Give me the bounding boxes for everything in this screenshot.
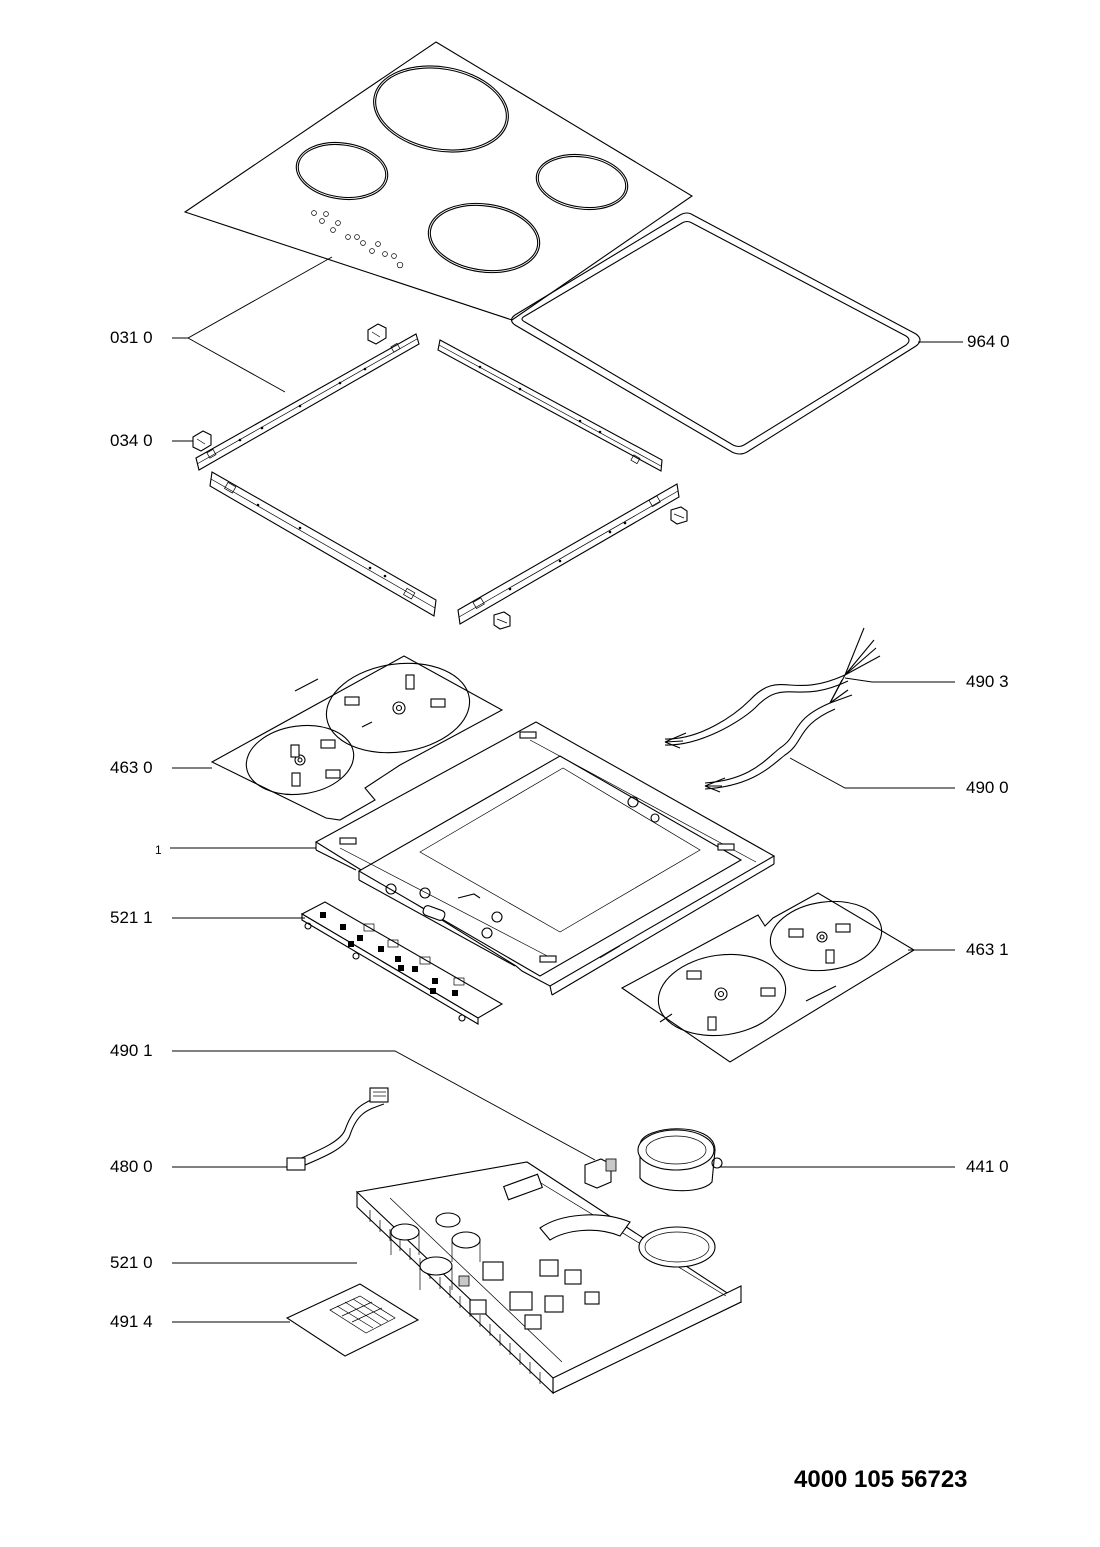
filter-panel: [285, 1283, 420, 1357]
label-4914: 491 4: [110, 1312, 153, 1331]
label-4900: 490 0: [966, 778, 1009, 797]
power-cables: [664, 627, 881, 793]
frame-rails: [192, 323, 688, 630]
label-4631: 463 1: [966, 940, 1009, 959]
label-034: 034 0: [110, 431, 153, 450]
clip-icon: [493, 611, 511, 630]
clip-icon: [192, 430, 212, 452]
inductor-plate-right: [620, 892, 916, 1063]
base-housing: [355, 1161, 743, 1395]
label-4410: 441 0: [966, 1157, 1009, 1176]
label-4630: 463 0: [110, 758, 153, 777]
label-031: 031 0: [110, 328, 153, 347]
control-board: [300, 901, 504, 1025]
label-4903: 490 3: [966, 672, 1009, 691]
label-5211: 521 1: [110, 908, 153, 927]
label-4800: 480 0: [110, 1157, 153, 1176]
cooling-fan: [584, 1128, 723, 1192]
inductor-plate-left: [210, 655, 504, 821]
label-5210: 521 0: [110, 1253, 153, 1272]
label-964: 964 0: [967, 332, 1010, 351]
clip-icon: [670, 506, 688, 525]
clip-icon: [367, 323, 387, 345]
support-frame: [314, 721, 776, 996]
label-4901: 490 1: [110, 1041, 153, 1060]
ribbon-cable: [286, 1087, 389, 1171]
document-number: 4000 105 56723: [794, 1466, 968, 1493]
glass-ceramic-top: [183, 41, 694, 321]
leader-lines: [170, 256, 963, 1323]
label-1: 1: [155, 843, 162, 857]
